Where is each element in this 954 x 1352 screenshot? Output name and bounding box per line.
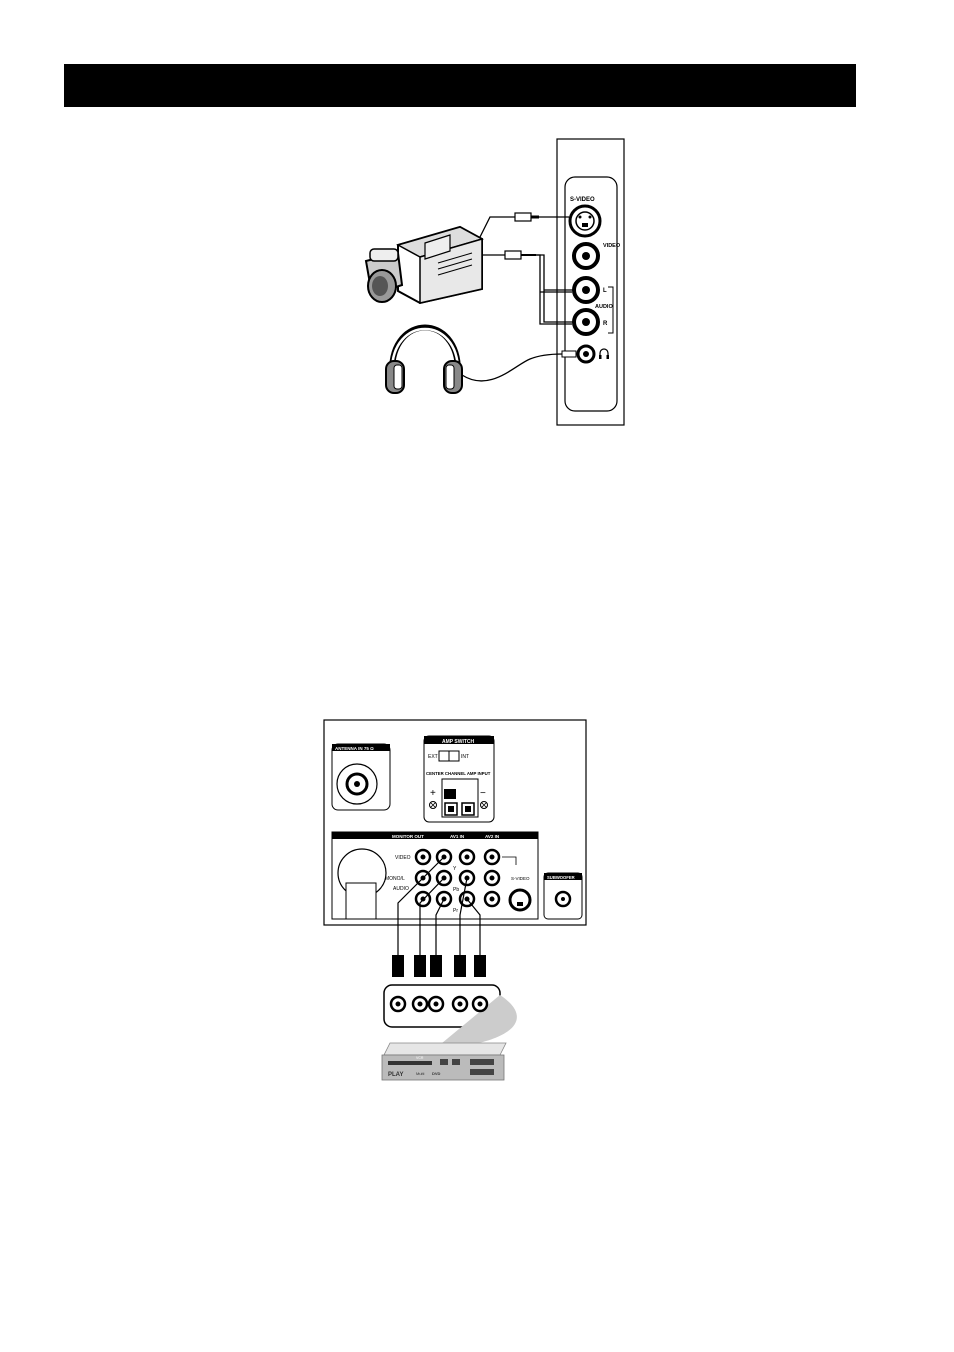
dvd-disc-label: VCR xyxy=(416,1056,424,1060)
headphone-jack[interactable] xyxy=(576,344,596,364)
audio-l-jack[interactable] xyxy=(572,276,600,304)
y-label: Y xyxy=(453,866,457,872)
minus-label: − xyxy=(480,788,486,799)
dvd-brand-label: Multi xyxy=(416,1071,425,1076)
audio-l-label: L xyxy=(603,288,607,294)
svideo-jack[interactable] xyxy=(568,204,602,238)
headphone-icon xyxy=(599,348,609,359)
video-jack[interactable] xyxy=(572,242,600,270)
av2-in-label: AV2 IN xyxy=(485,834,499,839)
center-channel-terminals[interactable] xyxy=(444,802,475,816)
mono-row-label: MONO/L xyxy=(385,876,405,882)
pr-label: Pr xyxy=(453,908,458,914)
side-panel-diagram: S-VIDEO VIDEO L R AUDIO xyxy=(364,138,625,426)
audio-r-label: R xyxy=(603,321,608,327)
subwoofer-label: SUBWOOFER xyxy=(547,875,575,880)
plus-label: + xyxy=(430,788,436,799)
audio-r-jack[interactable] xyxy=(572,308,600,336)
audio-label: AUDIO xyxy=(595,304,613,310)
dvd-output-jacks[interactable] xyxy=(389,995,489,1013)
center-channel-label: CENTER CHANNEL AMP INPUT xyxy=(426,771,491,776)
int-label: INT xyxy=(461,754,469,760)
rear-panel-diagram: ANTENNA IN 75 Ω AMP SWITCH EXT INT CENTE… xyxy=(323,719,587,1081)
video-row-label: VIDEO xyxy=(395,855,411,861)
antenna-jack[interactable] xyxy=(336,763,378,805)
av1-in-label: AV1 IN xyxy=(450,834,464,839)
ext-label: EXT xyxy=(428,754,438,760)
amp-switch-label: AMP SWITCH xyxy=(442,739,475,745)
camcorder-icon xyxy=(364,225,484,305)
rca-plugs xyxy=(392,955,486,977)
dvd-badge-label: DVD xyxy=(432,1071,441,1076)
audio-row-label: AUDIO xyxy=(393,886,409,892)
antenna-label: ANTENNA IN 75 Ω xyxy=(335,746,374,751)
section-title-bar xyxy=(64,64,856,107)
rear-svideo-label: S-VIDEO xyxy=(511,876,530,881)
subwoofer-jack[interactable] xyxy=(554,890,572,908)
monitor-out-label: MONITOR OUT xyxy=(392,834,424,839)
svideo-label: S-VIDEO xyxy=(570,197,595,203)
video-label: VIDEO xyxy=(603,243,621,249)
dvd-play-label: PLAY xyxy=(388,1072,403,1078)
dvd-player-icon xyxy=(381,1042,507,1081)
pb-label: Pb xyxy=(453,887,459,893)
headphones-icon xyxy=(385,324,463,394)
rear-svideo-jack[interactable] xyxy=(508,888,532,912)
